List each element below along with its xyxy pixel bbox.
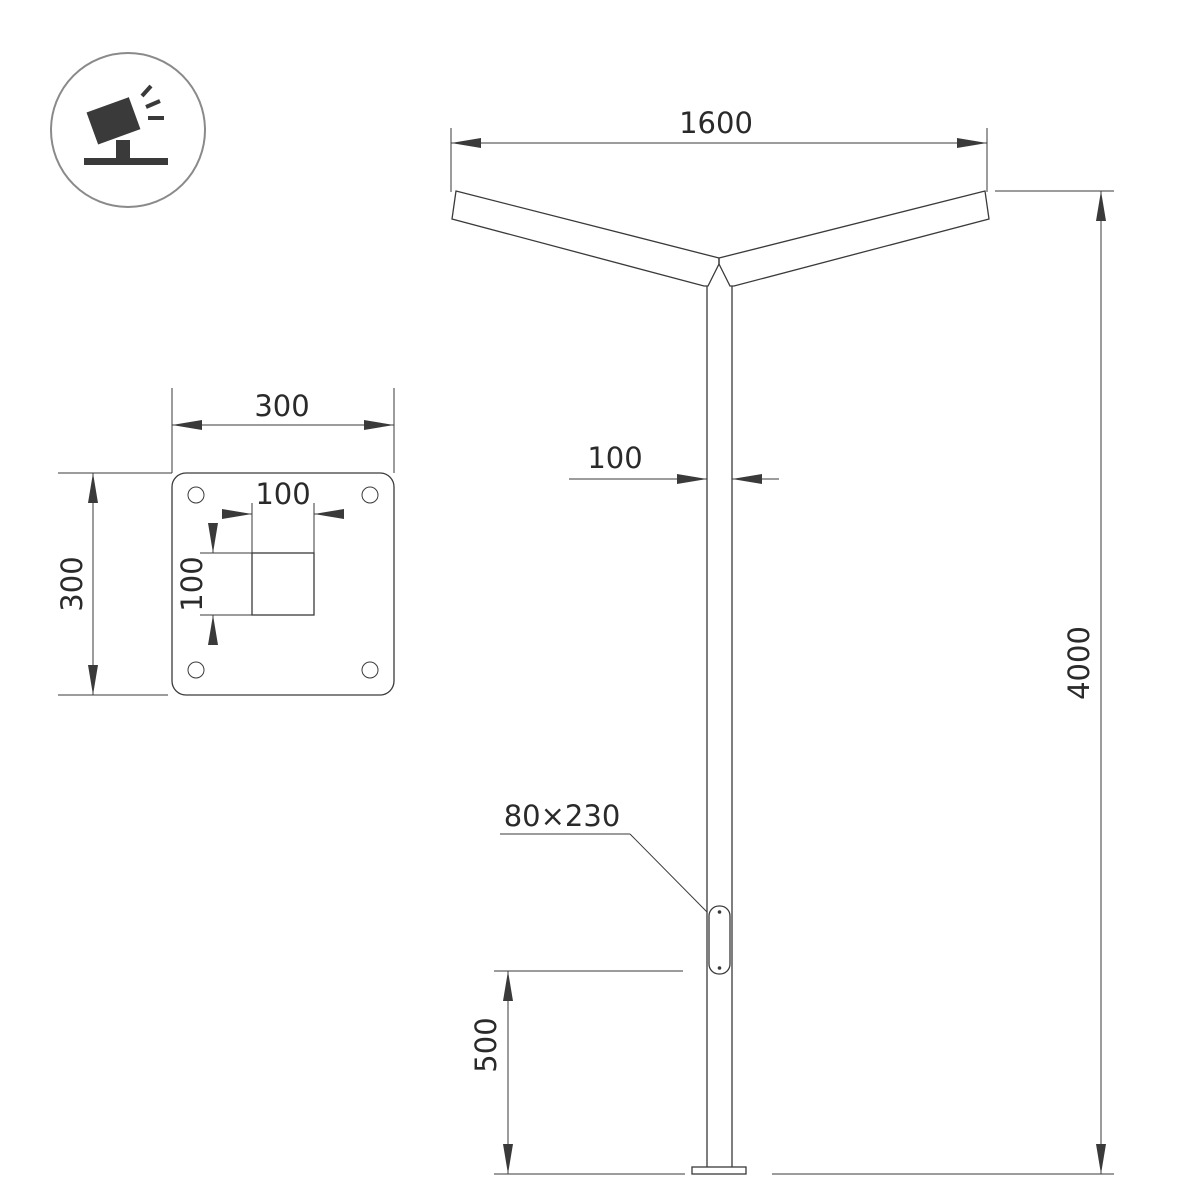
plate-width-label: 300 — [254, 389, 309, 423]
hole-height-dimension: 100 — [175, 523, 252, 645]
plate-height-dimension: 300 — [55, 472, 172, 696]
pole — [451, 190, 990, 1175]
hole-width-label: 100 — [255, 477, 310, 511]
hole-width-dimension: 100 — [222, 477, 344, 553]
spotlight-on-base-icon — [50, 52, 206, 208]
pole-height-label: 4000 — [1062, 626, 1096, 700]
hatch-height-label: 500 — [469, 1017, 503, 1072]
plate-height-label: 300 — [55, 556, 89, 611]
plate-center-hole — [251, 552, 315, 616]
pole-diameter-dimension: 100 — [569, 441, 779, 484]
hole-height-label: 100 — [175, 556, 209, 611]
service-hatch — [708, 905, 731, 975]
pole-height-dimension: 4000 — [772, 190, 1114, 1175]
hatch-height-dimension: 500 — [469, 970, 685, 1175]
base-plate — [171, 472, 395, 696]
pole-diameter-label: 100 — [587, 441, 642, 475]
hatch-size-label: 80×230 — [504, 799, 621, 833]
arm-span-dimension: 1600 — [450, 106, 988, 192]
plate-width-dimension: 300 — [171, 388, 395, 473]
hatch-size-callout: 80×230 — [500, 799, 708, 913]
arm-span-label: 1600 — [679, 106, 753, 140]
